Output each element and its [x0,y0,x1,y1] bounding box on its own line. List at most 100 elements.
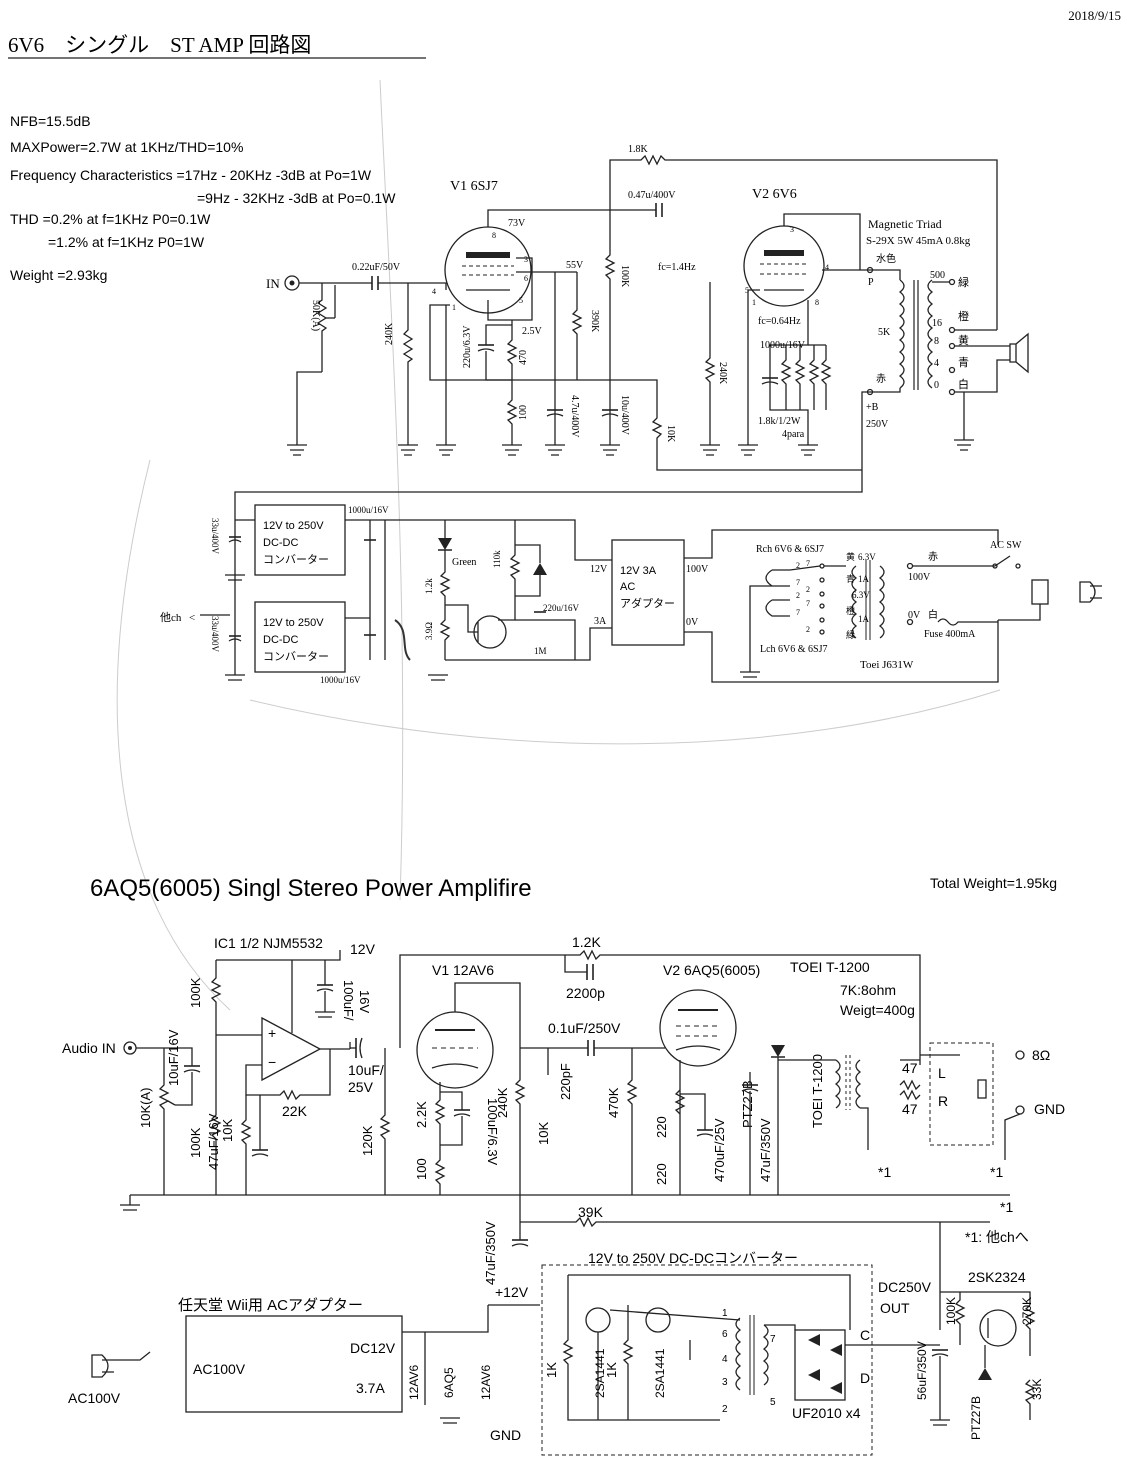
dcdc-label: コンバーター [263,553,329,566]
note-marker: *1 [878,1164,891,1180]
switch-icon[interactable] [114,1351,151,1361]
capacitor-plate [931,1353,949,1357]
dc-out-label: DC12V [350,1340,396,1356]
wire [764,1324,796,1330]
a3-label: 3A [594,616,607,627]
screen-voltage: 55V [566,260,584,271]
ot-spec: S-29X 5W 45mA 0.8kg [866,235,971,247]
res-label: 1.2k [424,578,434,594]
primary-p-label: P [868,277,874,288]
wire [445,604,478,633]
coil-pin: 3 [722,1377,728,1388]
input-label: IN [266,276,280,291]
out-c-label: C [860,1327,870,1343]
capacitor-plate [359,1037,363,1059]
winding-color: 緑 [846,629,855,640]
resistor-240k [402,283,414,445]
led-icon [438,538,452,550]
v1-tube-icon [416,1011,494,1089]
capacitor-plate [511,1243,529,1247]
wire-color-label: 水色 [876,252,896,265]
dcdc-converter-2 [254,601,346,673]
dcdc-label: コンバーター [263,650,329,663]
fuse-icon [937,618,998,626]
selector-switch-box[interactable] [929,1042,994,1146]
resistor-47a [899,1079,921,1091]
cap-label: 10uF/16V [166,1029,181,1086]
cap-label: 56uF/350V [915,1341,929,1400]
v1-plate-voltage: 73V [508,218,526,229]
wire [485,324,512,345]
zener-label: PTZ27B [740,1080,755,1128]
bottom-title: 6AQ5(6005) Singl Stereo Power Amplifire [90,875,532,902]
res-label: 47 [902,1060,918,1076]
res-label: 120K [360,1125,375,1156]
wire [870,269,901,280]
terminal [906,618,914,626]
adapter-label: 12V 3A [620,565,657,577]
lch-label: Lch 6V6 & 6SJ7 [760,644,828,655]
wire [609,1309,741,1321]
ground-icon [225,674,245,681]
transistor-q1-icon [585,1307,611,1333]
dcdc-label: DC-DC [263,537,298,549]
ot-secondary-coil [927,279,934,389]
ac-plug-icon [1079,581,1102,603]
r390k-label: 390K [589,310,600,333]
capacitor-plate [183,1069,201,1073]
res-label: 240K [495,1087,510,1118]
other-ch-label: 他ch [160,611,182,624]
speaker-terminal-icon[interactable] [1015,1050,1025,1060]
nfb-res-label: 1.2K [572,934,601,950]
capacitor-plate [228,539,242,543]
wire [402,1305,489,1333]
dcdc-label: 12V to 250V [263,520,324,532]
zener-icon [771,1045,785,1057]
coil-pin: 1 [722,1308,728,1319]
wire [487,209,610,227]
tap-label: 500 [930,270,945,281]
out-label: OUT [880,1300,910,1316]
pin-label: 3 [790,225,794,234]
converter-secondary-coil [762,1324,769,1386]
pin-label: 2 [806,625,810,634]
input-jack-pin [289,280,295,286]
switch-icon [994,555,1011,567]
tap-color: 橙 [958,309,969,323]
primary-voltage: 100V [908,572,931,583]
switch-l-label: L [938,1065,946,1081]
switch-lever-icon[interactable] [977,1079,987,1099]
capacitor-plate [453,1113,471,1117]
switch-r-label: R [938,1093,948,1109]
coil-pin: 5 [770,1397,776,1408]
speaker-8ohm-label: 8Ω [1032,1047,1050,1063]
wire [684,620,999,683]
resistor-470-100 [506,320,518,445]
winding-color: 橙 [846,605,855,616]
wire [175,1072,193,1106]
primary-color: 赤 [928,551,938,563]
pin-label: 4 [432,287,436,296]
wire [440,1116,463,1146]
transistor-label: 2SA1441 [653,1348,667,1398]
tap-color: 緑 [958,275,969,289]
wire [747,289,760,445]
transistor-q2-icon [645,1307,671,1333]
wire [445,627,612,661]
spec-thd2: =1.2% at f=1KHz P0=1W [48,234,205,250]
res-label: 33K [1030,1379,1044,1400]
heater-windings [765,560,885,640]
resistor-1k-b [622,1305,634,1420]
winding-voltage: 6.3V [852,590,870,600]
tap-color: 黄 [958,333,969,347]
volume-value: 10K(A) [138,1088,153,1128]
wire [749,585,772,672]
wire [440,1091,463,1110]
note-marker: *1 [1000,1199,1013,1215]
gnd-terminal-icon[interactable] [1015,1105,1025,1115]
res-label: 220 [654,1163,669,1185]
hand-drawn-wire [394,619,411,661]
adapter-label: アダプター [620,596,675,610]
cap-label: 25V [348,1079,374,1095]
res-label: 22K [282,1103,308,1119]
